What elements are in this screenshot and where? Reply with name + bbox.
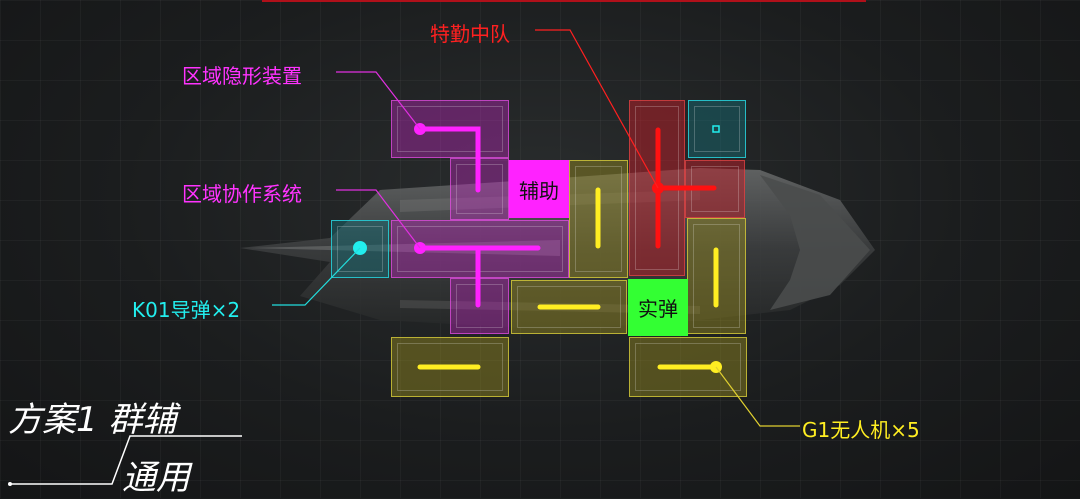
special-squad-leader <box>535 29 659 189</box>
drone-leader <box>715 366 800 427</box>
scheme-title: 方案1 群辅 <box>8 400 177 440</box>
slot-drone[interactable] <box>629 337 747 397</box>
callout-special-squad: 特勤中队 <box>430 22 510 46</box>
top-accent-bar <box>262 0 866 2</box>
live-ammo-tag[interactable]: 实弹 <box>628 279 688 336</box>
callout-missile: K01导弹×2 <box>132 298 241 322</box>
slot-stealth-top[interactable] <box>391 100 509 158</box>
callout-stealth: 区域隐形装置 <box>182 64 302 88</box>
scheme-subtitle: 通用 <box>122 458 190 498</box>
callout-cooperation: 区域协作系统 <box>182 182 302 206</box>
special-squad-bar <box>655 127 717 249</box>
stealth-leader <box>336 71 421 130</box>
cooperation-bar <box>417 245 541 308</box>
slot-cyan-top-right[interactable] <box>688 100 746 158</box>
stealth-bar <box>417 126 481 193</box>
cooperation-leader <box>336 189 421 249</box>
scheme-divider <box>8 435 242 486</box>
cyan-top-right-node <box>712 125 720 133</box>
support-tag[interactable]: 辅助 <box>509 160 569 218</box>
missile-leader <box>272 247 361 306</box>
callout-drone: G1无人机×5 <box>802 418 920 442</box>
